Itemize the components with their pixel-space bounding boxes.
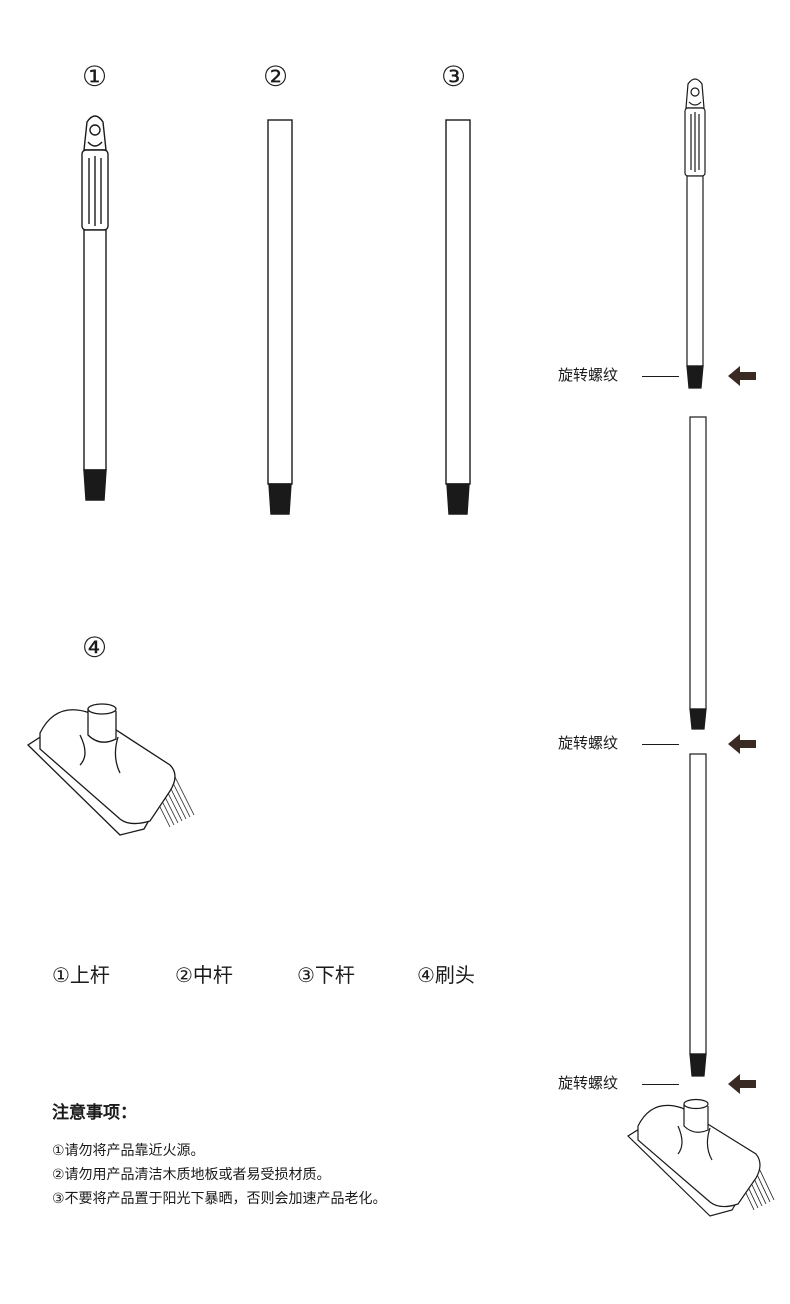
callout-thread-3: 旋转螺纹 <box>558 1074 619 1092</box>
callout-thread-2: 旋转螺纹 <box>558 734 619 752</box>
note-item: ②请勿用产品清洁木质地板或者易受损材质。 <box>52 1167 331 1183</box>
part-number-head: ④ <box>82 631 108 664</box>
part-number-lower: ③ <box>441 60 467 93</box>
callout-leader-1 <box>642 376 679 377</box>
legend-upper-pole: ①上杆 <box>52 963 110 987</box>
legend-brush-head: ④刷头 <box>417 963 475 987</box>
assembly-lower-pole <box>689 753 707 1077</box>
legend-middle-pole: ②中杆 <box>175 963 233 987</box>
note-item: ①请勿将产品靠近火源。 <box>52 1143 205 1159</box>
part-number-middle: ② <box>263 60 289 93</box>
assembly-brush-head <box>627 1098 775 1217</box>
assembly-upper-pole <box>684 78 706 389</box>
assembly-middle-pole <box>689 416 707 730</box>
brush-head-illustration <box>26 703 195 836</box>
callout-leader-3 <box>642 1084 679 1085</box>
arrow-left-icon <box>728 366 756 386</box>
callout-thread-1: 旋转螺纹 <box>558 366 619 384</box>
lower-pole-illustration <box>445 119 471 515</box>
callout-leader-2 <box>642 744 679 745</box>
arrow-left-icon <box>728 734 756 754</box>
notes-title: 注意事项： <box>52 1103 137 1123</box>
part-number-upper: ① <box>82 60 108 93</box>
arrow-left-icon <box>728 1074 756 1094</box>
middle-pole-illustration <box>267 119 293 515</box>
upper-pole-illustration <box>81 115 109 501</box>
legend-lower-pole: ③下杆 <box>297 963 355 987</box>
note-item: ③不要将产品置于阳光下暴晒，否则会加速产品老化。 <box>52 1191 387 1207</box>
